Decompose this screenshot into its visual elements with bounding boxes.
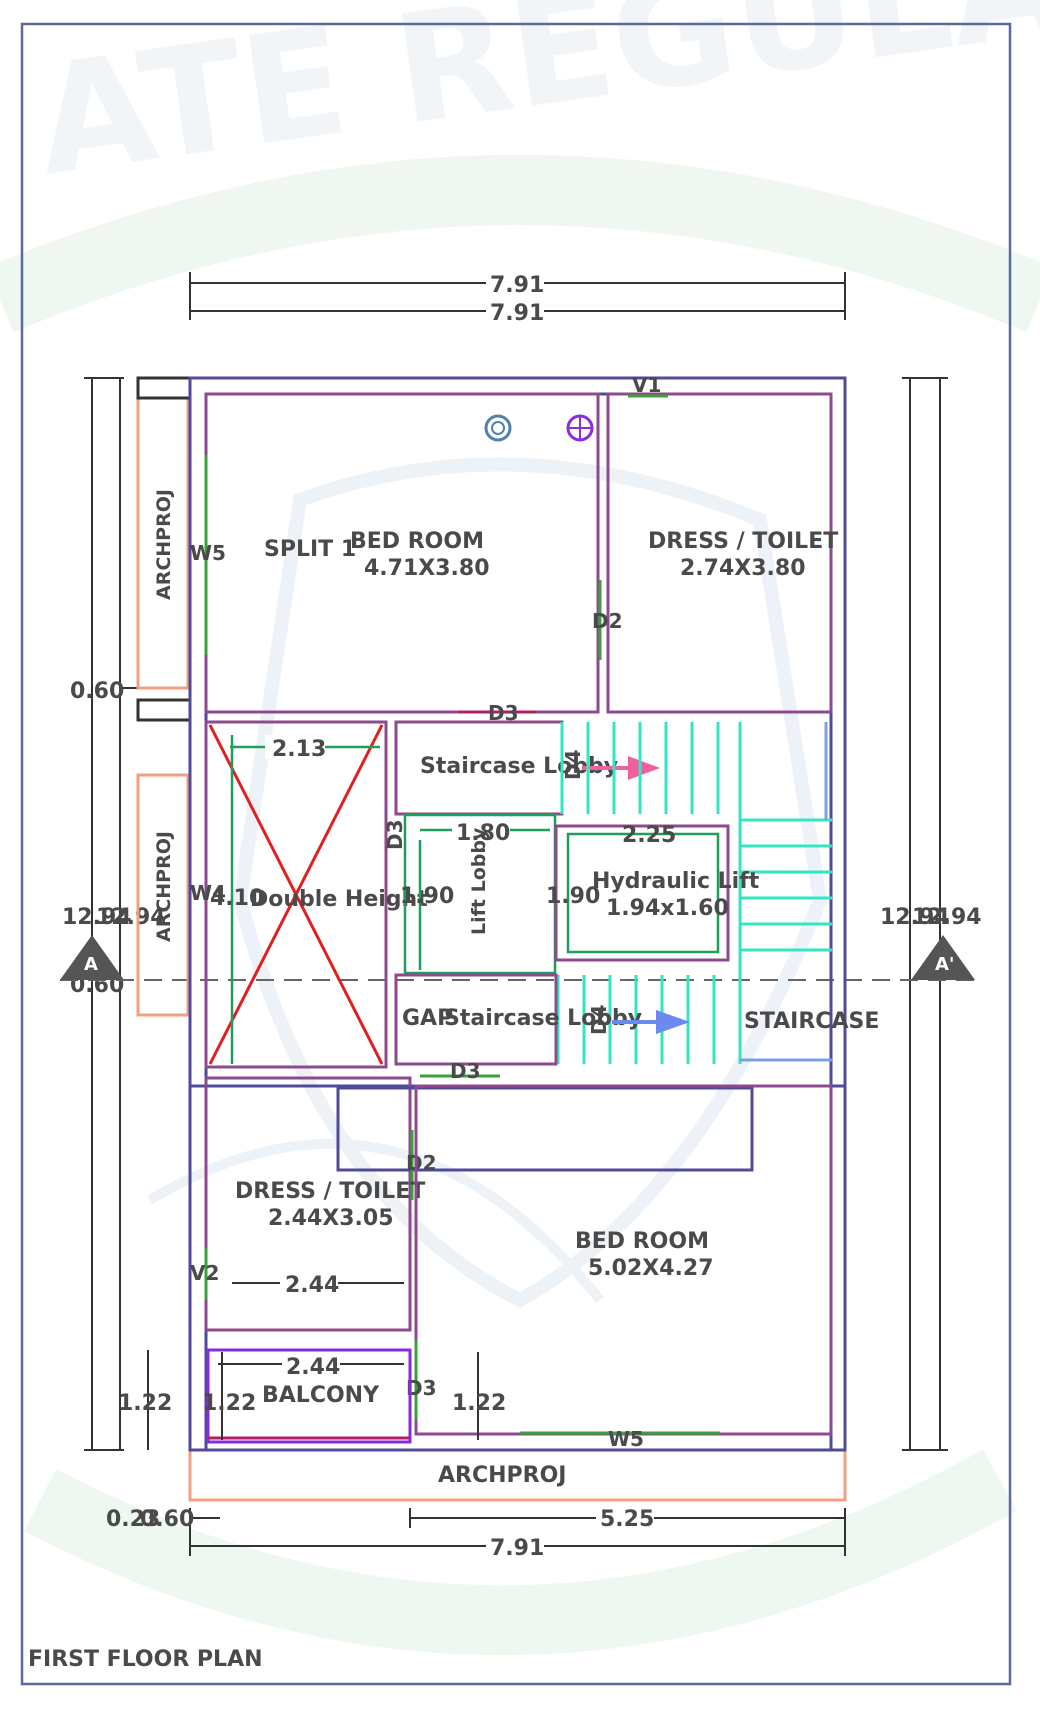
staircase-label: STAIRCASE [744, 1009, 879, 1034]
bed2-size: 5.02X4.27 [588, 1256, 714, 1281]
staircase-lobby-bottom: GAP Staircase Lobby D4 STAIRCASE D3 [394, 973, 879, 1083]
archproj-left-1: ARCHPROJ [153, 489, 175, 600]
dress2-size: 2.44X3.05 [268, 1206, 394, 1231]
dim-balcony-w: 2.44 [286, 1355, 340, 1380]
dim-top-2: 7.91 [490, 301, 544, 326]
tag-w5-bottom: W5 [608, 1427, 644, 1451]
room-dress-1: V1 DRESS / TOILET 2.74X3.80 D2 [592, 373, 838, 714]
dim-bal-h3: 1.22 [452, 1391, 506, 1416]
room-bed-1: SPLIT 1 BED ROOM 4.71X3.80 W5 [190, 392, 600, 714]
tag-d3-top: D3 [488, 701, 519, 725]
room-bed-2: W5 BED ROOM 5.02X4.27 D3 1.22 [406, 1084, 833, 1451]
dim-bal-h1: 1.22 [118, 1391, 172, 1416]
bed1-name: BED ROOM [350, 529, 484, 554]
stair-lobby-bottom-label: Staircase Lobby [444, 1006, 642, 1031]
tag-d2-top: D2 [592, 609, 623, 633]
room-dress-2: D2 DRESS / TOILET 2.44X3.05 2.44 V2 [190, 1076, 754, 1332]
sheet-border [20, 22, 1012, 1686]
hydraulic-lift: 2.25 1.90 Hydraulic Lift 1.94x1.60 [546, 823, 760, 962]
dim-left-total-2: 12.94 [96, 905, 166, 930]
section-a: A [84, 954, 98, 975]
right-dimensions: 12.94 12.94 [880, 377, 982, 1451]
dim-dh-height: 4.10 [210, 886, 264, 911]
bottom-dimensions: 0.23 0.60 5.25 7.91 [106, 1506, 846, 1561]
staircase-treads [556, 722, 832, 1064]
dim-dress2-w: 2.44 [285, 1273, 339, 1298]
split-label: SPLIT 1 [264, 537, 356, 562]
tag-d2-bottom: D2 [406, 1151, 437, 1175]
dim-bal-h2: 1.22 [202, 1391, 256, 1416]
lift-lobby-label: Lift Lobby [468, 827, 490, 935]
double-height-void: 2.13 W4 4.10 Double Height [190, 720, 428, 1069]
tag-w5-left: W5 [190, 541, 226, 565]
balcony-label: BALCONY [262, 1383, 380, 1408]
tag-w4: W4 [190, 881, 226, 905]
dim-lift-lobby-h: 1.90 [400, 884, 454, 909]
gap-label: GAP [402, 1006, 453, 1031]
dim-bottom-a: 0.23 [106, 1507, 160, 1532]
dim-top-1: 7.91 [490, 273, 544, 298]
staircase-lobby-top: D3 Staircase Lobby D4 [394, 701, 660, 816]
tag-v2: V2 [190, 1261, 219, 1285]
section-markers: A A' [60, 935, 980, 981]
dress1-size: 2.74X3.80 [680, 556, 806, 581]
dress2-name: DRESS / TOILET [235, 1179, 425, 1204]
dim-lift-lobby-w: 1.80 [456, 821, 510, 846]
balcony: 2.44 BALCONY 1.22 1.22 [118, 1348, 412, 1450]
dress1-name: DRESS / TOILET [648, 529, 838, 554]
dim-bottom-total: 7.91 [490, 1536, 544, 1561]
bed2-name: BED ROOM [575, 1229, 709, 1254]
lift-size: 1.94x1.60 [606, 896, 729, 921]
lift-lobby: 1.80 1.90 Lift Lobby D3 [383, 813, 557, 975]
section-a-prime: A' [935, 954, 954, 975]
tag-v1: V1 [632, 373, 661, 397]
dim-lift-w: 2.25 [622, 823, 676, 848]
watermark: ATE REGULA [0, 0, 1040, 1656]
dim-dh-width: 2.13 [272, 737, 326, 762]
dim-left-total: 12.94 [62, 905, 132, 930]
drawing-title: FIRST FLOOR PLAN [28, 1647, 263, 1672]
archproj-left-2: ARCHPROJ [153, 831, 175, 942]
top-dimensions: 7.91 7.91 [189, 270, 846, 326]
bed1-size: 4.71X3.80 [364, 556, 490, 581]
tag-d3-bottom: D3 [450, 1059, 481, 1083]
lift-name: Hydraulic Lift [592, 869, 760, 894]
double-height-label: Double Height [250, 887, 428, 912]
tag-d3-lift: D3 [383, 819, 407, 850]
archproj-bottom: ARCHPROJ [438, 1463, 566, 1488]
dim-lift-h: 1.90 [546, 884, 600, 909]
dim-proj: 0.60 [70, 679, 124, 704]
dim-bottom-c: 5.25 [600, 1507, 654, 1532]
tag-d4-bottom: D4 [587, 1004, 611, 1035]
dim-right-total-2: 12.94 [912, 905, 982, 930]
dim-bottom-b: 0.60 [140, 1507, 194, 1532]
tag-d4-top: D4 [561, 749, 585, 780]
dim-right-total: 12.94 [880, 905, 950, 930]
